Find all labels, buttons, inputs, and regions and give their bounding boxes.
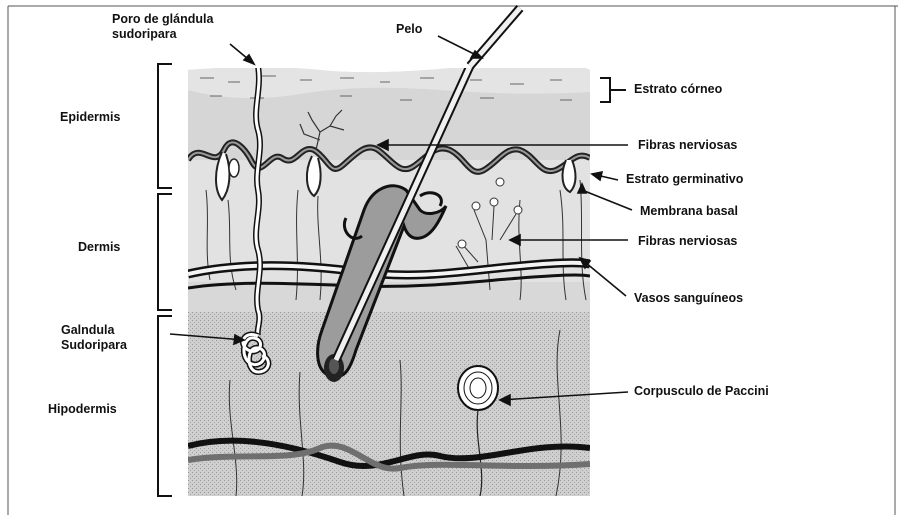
pacini-label: Corpusculo de Paccini — [634, 384, 769, 399]
sweat-pore-label: Poro de glándula sudoripara — [112, 12, 213, 42]
papilla-loop — [563, 160, 576, 192]
nerve-ending — [458, 240, 466, 248]
epidermis-bracket — [158, 64, 172, 188]
nerve-fibers-mid-label: Fibras nerviosas — [638, 234, 737, 249]
basal-membrane-label: Membrana basal — [640, 204, 738, 219]
hypodermis-bracket — [158, 316, 172, 496]
epidermis-label: Epidermis — [60, 110, 120, 125]
blood-vessels-label: Vasos sanguíneos — [634, 291, 743, 306]
nerve-ending — [496, 178, 504, 186]
hair-label: Pelo — [396, 22, 422, 37]
dermis-bracket — [158, 194, 172, 310]
corneum-bracket — [600, 78, 626, 102]
stratum-corneum-label: Estrato córneo — [634, 82, 722, 97]
meissner-corpuscle — [229, 159, 239, 177]
nerve-ending — [472, 202, 480, 210]
hypodermis-label: Hipodermis — [48, 402, 117, 417]
nerve-fibers-top-label: Fibras nerviosas — [638, 138, 737, 153]
dermis-label: Dermis — [78, 240, 120, 255]
nerve-ending — [490, 198, 498, 206]
sweat-gland-label: Galndula Sudoripara — [61, 323, 127, 353]
stratum-germinativum-label: Estrato germinativo — [626, 172, 743, 187]
nerve-ending — [514, 206, 522, 214]
papilla-loop — [307, 156, 321, 196]
